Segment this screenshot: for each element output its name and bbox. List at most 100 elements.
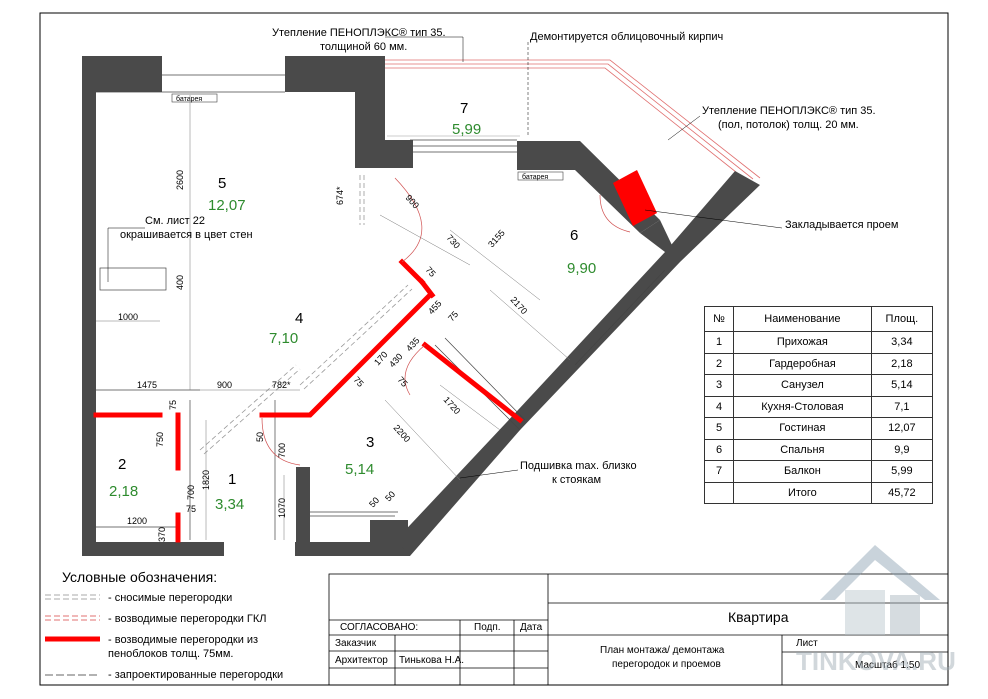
cell: 2 — [703, 352, 735, 375]
demolished-partitions — [199, 175, 413, 455]
dim-730: 730 — [445, 233, 462, 251]
cell: 5,14 — [870, 374, 934, 397]
walls — [82, 56, 760, 556]
legend-item-gkl: - возводимые перегородки ГКЛ — [108, 613, 267, 625]
title-block — [328, 573, 949, 686]
tb-approved: СОГЛАСОВАНО: — [340, 622, 418, 633]
tb-sheet: Лист — [796, 638, 818, 649]
note-see-sheet-1: См. лист 22 — [145, 215, 205, 227]
cell: 12,07 — [870, 417, 934, 440]
tb-customer: Заказчик — [335, 638, 377, 649]
legend-item-designed: - запроектированные перегородки — [108, 669, 283, 681]
dim-782: 782* — [272, 380, 291, 390]
cell: 6 — [703, 438, 735, 461]
note-insulation-walls-1: Утепление ПЕНОПЛЭКС® тип 35. — [272, 27, 446, 39]
legend-item-blocks-2: пеноблоков толщ. 75мм. — [108, 648, 233, 660]
radiator-2 — [517, 171, 564, 181]
dim-370: 370 — [157, 527, 167, 542]
dim-700b: 700 — [186, 485, 196, 500]
room-5-number: 5 — [218, 175, 226, 192]
room-2-number: 2 — [118, 456, 126, 473]
tb-drawing-1: План монтажа/ демонтажа — [600, 645, 725, 656]
room-1-area: 3,34 — [215, 496, 244, 513]
cell: Санузел — [733, 374, 872, 397]
cell: 4 — [703, 395, 735, 418]
cell: 45,72 — [870, 481, 934, 504]
cell: 7 — [703, 460, 735, 483]
cell: 5 — [703, 417, 735, 440]
room-7-area: 5,99 — [452, 121, 481, 138]
cell: 5,99 — [870, 460, 934, 483]
dimension-lines — [96, 95, 571, 540]
spec-header-name: Наименование — [733, 306, 872, 332]
dim-50b: 50 — [367, 495, 381, 509]
annotations: Утепление ПЕНОПЛЭКС® тип 35. толщиной 60… — [107, 27, 898, 486]
spec-header-area: Площ. — [870, 306, 934, 332]
note-lining-1: Подшивка max. близко — [520, 460, 637, 472]
tb-scale: Масштаб 1:50 — [855, 659, 920, 671]
dim-900b: 900 — [217, 380, 232, 390]
cell — [703, 481, 735, 504]
cell: Кухня-Столовая — [733, 395, 872, 418]
room-3-number: 3 — [366, 434, 374, 451]
note-lining-2: к стоякам — [552, 474, 601, 486]
cell: 3 — [703, 374, 735, 397]
tb-architect: Архитектор — [335, 655, 388, 666]
dimension-labels: 2600 400 1000 674* 900 730 3155 75 455 7… — [118, 170, 529, 542]
dim-2170: 2170 — [509, 295, 530, 317]
tb-signature: Подп. — [474, 622, 501, 633]
note-insulation-floor-1: Утепление ПЕНОПЛЭКС® тип 35. — [702, 105, 876, 117]
fixture — [99, 267, 167, 291]
cell: 9,9 — [870, 438, 934, 461]
dim-1000: 1000 — [118, 312, 138, 322]
dim-1200: 1200 — [127, 516, 147, 526]
cell: 3,34 — [870, 331, 934, 354]
watermark-logo: TINKOVA.RU — [796, 545, 956, 676]
note-see-sheet-2: окрашивается в цвет стен — [120, 229, 253, 241]
spec-header-row: № Наименование Площ. — [703, 306, 934, 332]
cell: Прихожая — [733, 331, 872, 354]
room-3-area: 5,14 — [345, 461, 374, 478]
room-4-number: 4 — [295, 310, 303, 327]
room-labels: 5 12,07 7 5,99 6 9,90 4 7,10 3 5,14 2 2,… — [109, 100, 596, 513]
tb-object: Квартира — [728, 609, 789, 625]
radiator-label-1: батарея — [176, 95, 202, 103]
dim-400: 400 — [175, 275, 185, 290]
note-brick-removed: Демонтируется облицовочный кирпич — [530, 31, 723, 43]
dim-1070: 1070 — [277, 498, 287, 518]
dim-455: 455 — [426, 298, 443, 316]
radiator-1 — [171, 93, 218, 103]
dim-50a: 50 — [255, 432, 265, 442]
room-4-area: 7,10 — [269, 330, 298, 347]
room-2-area: 2,18 — [109, 483, 138, 500]
note-opening-closed: Закладывается проем — [785, 219, 898, 231]
door-swings — [261, 177, 631, 466]
new-block-partitions — [93, 258, 524, 543]
dim-674: 674* — [335, 186, 345, 205]
legend-item-blocks-1: - возводимые перегородки из — [108, 634, 258, 646]
legend-item-demolished: - сносимые перегородки — [108, 592, 232, 604]
cell: Балкон — [733, 460, 872, 483]
tb-drawing-2: перегородок и проемов — [612, 659, 721, 670]
legend: Условные обозначения: - сносимые перегор… — [45, 569, 283, 681]
cell: 7,1 — [870, 395, 934, 418]
dim-3155: 3155 — [486, 228, 507, 250]
note-insulation-floor-2: (пол, потолок) толщ. 20 мм. — [718, 119, 859, 131]
dim-900a: 900 — [404, 193, 421, 211]
dim-430: 430 — [387, 351, 404, 369]
dim-75a: 75 — [424, 265, 438, 279]
room-5-area: 12,07 — [208, 197, 246, 214]
cell: Гостиная — [733, 417, 872, 440]
cell: 1 — [703, 331, 735, 354]
cell: Гардеробная — [733, 352, 872, 375]
dim-50c: 50 — [383, 489, 397, 503]
dim-1820: 1820 — [201, 470, 211, 490]
room-1-number: 1 — [228, 471, 236, 488]
cell: 2,18 — [870, 352, 934, 375]
